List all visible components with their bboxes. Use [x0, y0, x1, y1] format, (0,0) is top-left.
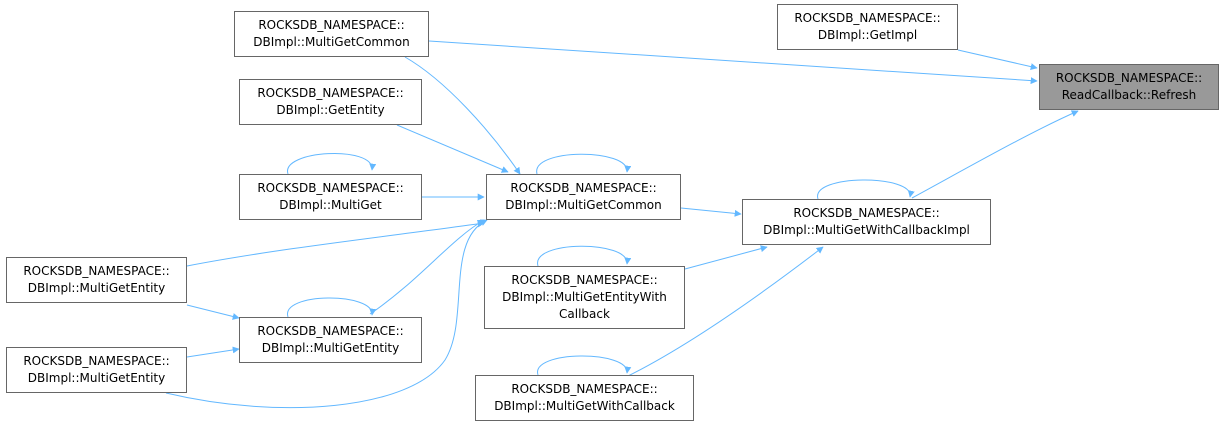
node-label-line: DBImpl::MultiGetWithCallback [494, 399, 675, 413]
node-label-line: DBImpl::GetEntity [276, 103, 385, 117]
edge-multigetcommon-top-to-refresh [428, 40, 1038, 85]
node-getentity[interactable]: ROCKSDB_NAMESPACE:: DBImpl::GetEntity [239, 79, 422, 125]
node-label-line: ReadCallback::Refresh [1061, 88, 1197, 102]
node-label-line: DBImpl::MultiGetWithCallbackImpl [763, 223, 970, 237]
node-multigetentity-left1[interactable]: ROCKSDB_NAMESPACE:: DBImpl::MultiGetEnti… [6, 257, 187, 303]
edge-multigetentity-left1-to-multigetcommon [186, 220, 485, 267]
edge-multigetentity-left1-to-mid [186, 304, 240, 320]
edge-getentity-to-multigetcommon [396, 124, 509, 173]
edge-getimpl-to-refresh [957, 49, 1038, 71]
edge-multigetentity-left2-to-mid [186, 346, 240, 358]
node-label-line: ROCKSDB_NAMESPACE:: [23, 264, 170, 278]
edge-multigetcommon-to-multigetwithcallbackimpl [680, 207, 742, 217]
node-label-line: DBImpl::MultiGetEntity [261, 341, 400, 355]
edge-multigetentity-mid-to-multigetcommon [369, 219, 485, 315]
node-multigetentitywithcallback[interactable]: ROCKSDB_NAMESPACE:: DBImpl::MultiGetEnti… [484, 266, 685, 329]
node-label-line: ROCKSDB_NAMESPACE:: [511, 273, 658, 287]
self-loop-multigetwithcallbackimpl [817, 179, 915, 200]
node-label-line: ROCKSDB_NAMESPACE:: [257, 324, 404, 338]
edges [165, 40, 1079, 409]
node-readcallback-refresh: ROCKSDB_NAMESPACE:: ReadCallback::Refres… [1039, 64, 1219, 110]
node-label-line: ROCKSDB_NAMESPACE:: [793, 206, 940, 220]
node-label-line: ROCKSDB_NAMESPACE:: [257, 86, 404, 100]
node-label-line: ROCKSDB_NAMESPACE:: [257, 181, 404, 195]
node-label-line: DBImpl::MultiGetEntity [27, 281, 166, 295]
node-label-line: ROCKSDB_NAMESPACE:: [794, 11, 941, 25]
edge-multigetcommon-top-to-mid [404, 56, 521, 175]
node-label-line: DBImpl::GetImpl [817, 28, 918, 42]
node-multigetentity-mid[interactable]: ROCKSDB_NAMESPACE:: DBImpl::MultiGetEnti… [239, 317, 422, 363]
edge-multigetentity-left2-to-multigetcommon [165, 219, 488, 409]
self-loop-multigetentitywithcallback [537, 245, 632, 267]
node-label-line: DBImpl::MultiGetCommon [253, 35, 410, 49]
node-multigetwithcallbackimpl[interactable]: ROCKSDB_NAMESPACE:: DBImpl::MultiGetWith… [742, 199, 991, 245]
self-loop-multigetentity-mid [287, 297, 377, 318]
node-label-line: DBImpl::MultiGet [279, 198, 382, 212]
node-multigetcommon-top[interactable]: ROCKSDB_NAMESPACE:: DBImpl::MultiGetComm… [234, 11, 429, 57]
node-label-line: ROCKSDB_NAMESPACE:: [1055, 71, 1203, 85]
node-multigetwithcallback[interactable]: ROCKSDB_NAMESPACE:: DBImpl::MultiGetWith… [475, 375, 694, 421]
node-label-line: DBImpl::MultiGetCommon [505, 198, 662, 212]
node-label-line: ROCKSDB_NAMESPACE:: [258, 18, 405, 32]
node-multigetcommon-mid[interactable]: ROCKSDB_NAMESPACE:: DBImpl::MultiGetComm… [486, 174, 681, 220]
node-label-line: ROCKSDB_NAMESPACE:: [510, 181, 657, 195]
node-getimpl[interactable]: ROCKSDB_NAMESPACE:: DBImpl::GetImpl [777, 4, 958, 50]
edge-multigetentitywithcallback-to-impl [684, 245, 768, 270]
node-label-line: Callback [559, 307, 610, 321]
node-label-line: DBImpl::MultiGetEntityWith [502, 290, 667, 304]
self-loop-multiget [287, 152, 377, 175]
edge-multigetwithcallbackimpl-to-refresh [911, 110, 1079, 199]
node-multigetentity-left2[interactable]: ROCKSDB_NAMESPACE:: DBImpl::MultiGetEnti… [6, 347, 187, 393]
node-label-line: ROCKSDB_NAMESPACE:: [511, 382, 658, 396]
self-loop-multigetcommon [536, 153, 632, 175]
node-label-line: ROCKSDB_NAMESPACE:: [23, 354, 170, 368]
node-multiget[interactable]: ROCKSDB_NAMESPACE:: DBImpl::MultiGet [239, 174, 422, 220]
edge-multigetwithcallback-to-impl [627, 246, 824, 377]
self-loop-multigetwithcallback [537, 355, 632, 376]
node-label-line: DBImpl::MultiGetEntity [27, 371, 166, 385]
